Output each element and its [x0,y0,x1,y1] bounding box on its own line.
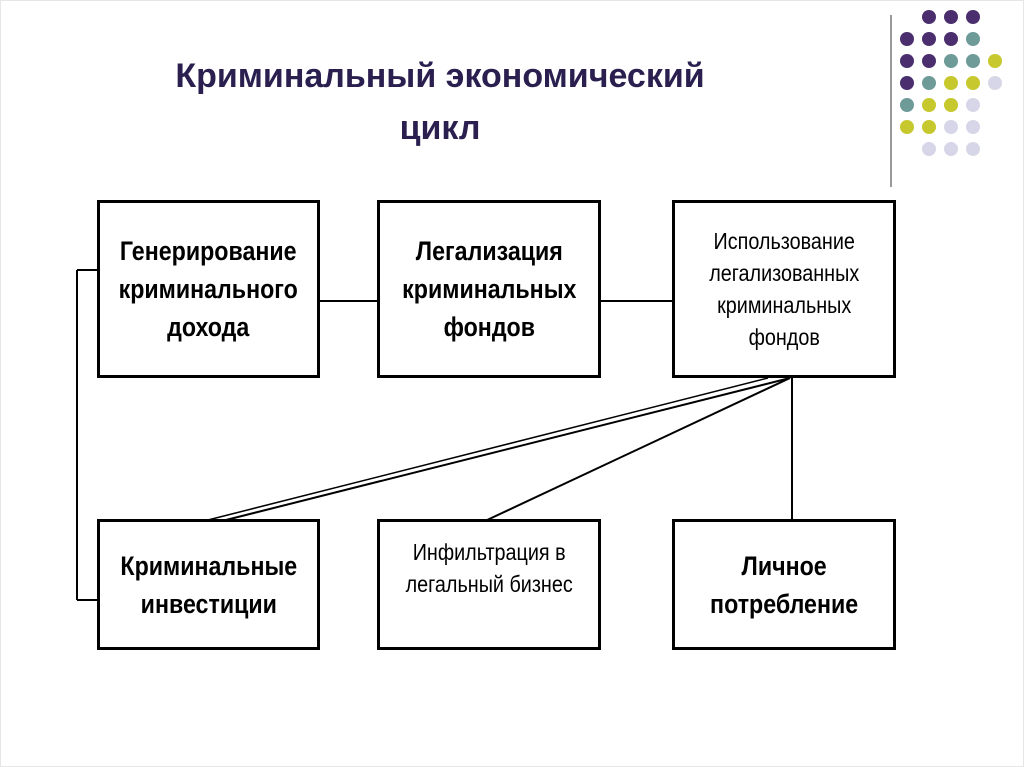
decorative-dot [944,98,958,112]
connector-usage-infiltration [484,377,791,522]
decorative-dot [900,32,914,46]
decorative-dot [966,98,980,112]
decorative-dot [900,76,914,90]
decorative-dot [966,76,980,90]
decorative-dot [966,142,980,156]
slide-title: Криминальный экономический цикл [60,50,820,154]
box-legalization: Легализация криминальных фондов [377,200,601,378]
decorative-dot [966,54,980,68]
connector-usage-investments-2 [203,377,769,522]
box-consumption-label: Личное потребление [709,550,859,619]
decorative-dot [966,120,980,134]
box-usage: Использование легализованных криминальны… [672,200,896,378]
box-generation-label: Генерирование криминального дохода [118,236,299,342]
decorative-dot [944,120,958,134]
box-investments-label: Криминальные инвестиции [120,550,297,619]
box-infiltration: Инфильтрация в легальный бизнес [377,519,601,650]
decorative-dot [944,32,958,46]
decorative-dot [900,98,914,112]
title-line-2: цикл [399,109,481,147]
decorative-vertical-line [890,15,892,187]
title-line-1: Криминальный экономический [175,57,705,95]
decorative-dot [966,10,980,24]
connector-usage-investments [221,377,791,522]
decorative-dot [900,120,914,134]
box-legalization-label: Легализация криминальных фондов [401,236,577,342]
decorative-dot [988,76,1002,90]
box-generation: Генерирование криминального дохода [97,200,320,378]
box-consumption: Личное потребление [672,519,896,650]
box-investments: Криминальные инвестиции [97,519,320,650]
decorative-dot [922,54,936,68]
box-usage-label: Использование легализованных криминальны… [708,228,859,350]
decorative-dot [944,76,958,90]
decorative-dot [988,54,1002,68]
decorative-dot-grid [900,10,1002,162]
decorative-dot [922,32,936,46]
decorative-dot [922,120,936,134]
decorative-dot [922,76,936,90]
decorative-dot [900,54,914,68]
decorative-dot [922,142,936,156]
decorative-dot [944,142,958,156]
decorative-dot [922,98,936,112]
decorative-dot [944,54,958,68]
decorative-dot [966,32,980,46]
box-infiltration-label: Инфильтрация в легальный бизнес [405,539,573,597]
decorative-dot [922,10,936,24]
decorative-dot [944,10,958,24]
